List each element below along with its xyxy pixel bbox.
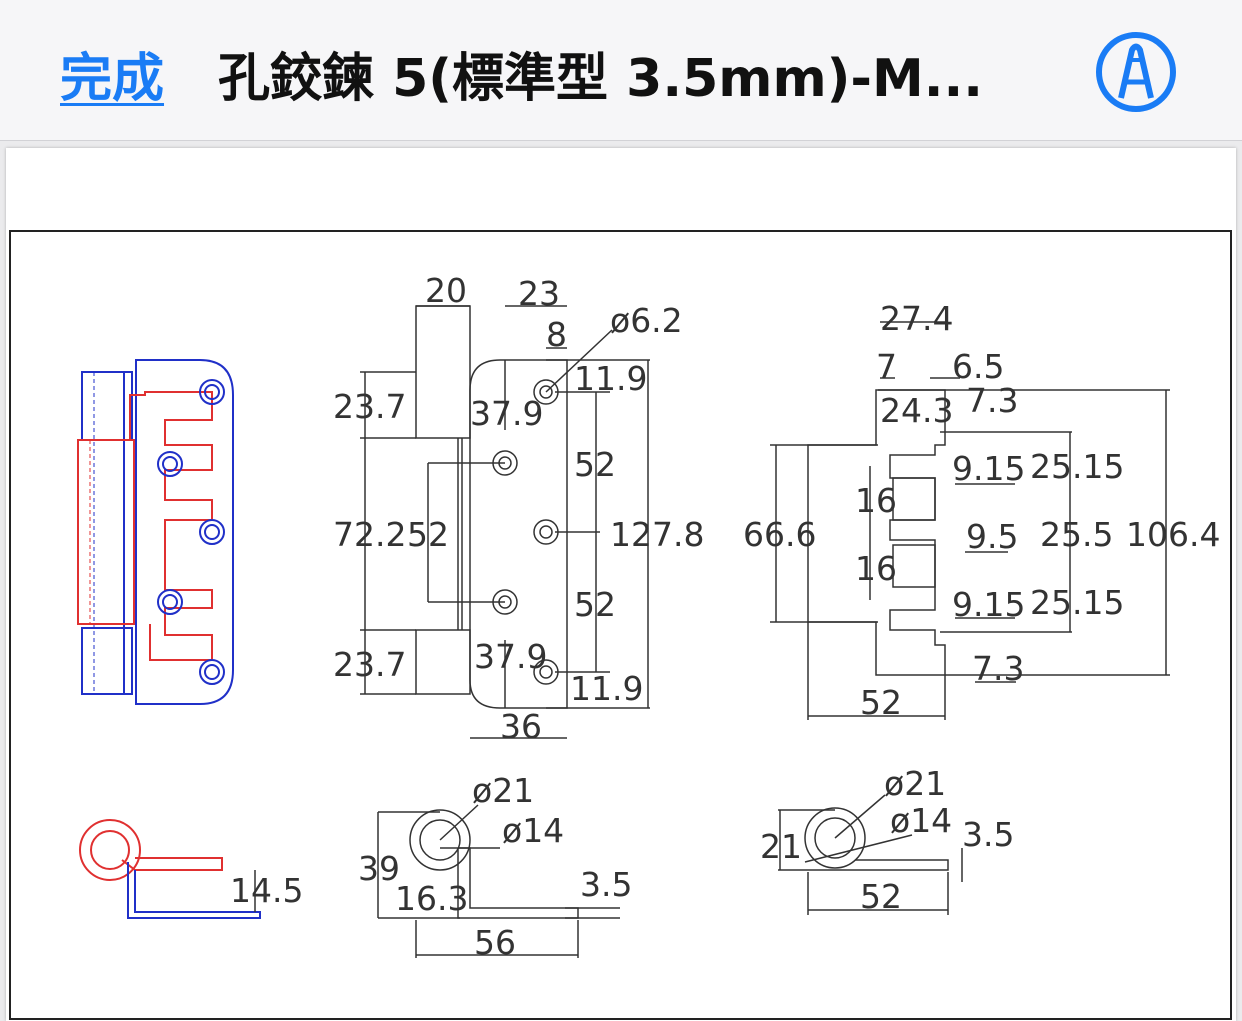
dim-label: 3.5 <box>580 865 632 904</box>
dim-label: 8 <box>546 315 567 354</box>
dim-label: 9.5 <box>966 517 1018 556</box>
dim-label: 52 <box>407 515 449 554</box>
dim-label: 66.6 <box>743 515 816 554</box>
dim-label: 72.2 <box>333 515 406 554</box>
markup-pen-icon[interactable] <box>1094 30 1178 114</box>
hinge-outline-colored <box>77 359 234 705</box>
dim-label: 20 <box>425 271 467 310</box>
dim-label: 27.4 <box>880 299 953 338</box>
dim-label: ø14 <box>502 811 564 850</box>
dim-label: 56 <box>474 923 516 962</box>
dim-label: 127.8 <box>610 515 704 554</box>
dim-label: 37.9 <box>470 394 543 433</box>
dim-label: 16.3 <box>395 879 468 918</box>
dim-label: 52 <box>574 445 616 484</box>
dim-label: 23.7 <box>333 387 406 426</box>
dim-label: 37.9 <box>474 637 547 676</box>
dim-label: 7 <box>876 347 897 386</box>
dim-label: 11.9 <box>570 669 643 708</box>
dim-label: 25.15 <box>1030 447 1124 486</box>
dim-label: 7.3 <box>972 649 1024 688</box>
dim-label: 52 <box>574 585 616 624</box>
dim-label: ø21 <box>884 764 946 803</box>
dim-label: 25.5 <box>1040 515 1113 554</box>
dim-label: 52 <box>860 877 902 916</box>
dim-label: 14.5 <box>230 871 303 910</box>
dim-label: 16 <box>855 549 897 588</box>
section-middle-dimensions: ø21 ø14 39 16.3 3.5 56 <box>358 771 632 962</box>
dim-label: 36 <box>500 707 542 746</box>
dim-label: ø21 <box>472 771 534 810</box>
dim-label: 106.4 <box>1126 515 1220 554</box>
dim-label: 52 <box>860 683 902 722</box>
done-button[interactable]: 完成 <box>60 49 165 109</box>
dim-label: 7.3 <box>966 381 1018 420</box>
hinge-front-view <box>360 305 650 739</box>
dim-label: 24.3 <box>880 391 953 430</box>
hinge-blank-view <box>770 321 1170 720</box>
hinge-section-right <box>778 794 963 915</box>
dim-label: 16 <box>855 481 897 520</box>
section-right-dimensions: ø21 ø14 21 3.5 52 <box>760 764 1014 916</box>
front-view-dimensions: 20 23 8 ø6.2 11.9 23.7 37.9 52 72.2 52 1… <box>333 271 704 746</box>
dim-label: 23 <box>518 274 560 313</box>
dim-label: 39 <box>358 849 400 888</box>
navigation-bar: 完成 孔鉸鍊 5(標準型 3.5mm)-M... <box>0 0 1242 141</box>
dim-label: 25.15 <box>1030 583 1124 622</box>
dim-label: 9.15 <box>952 449 1025 488</box>
drawing-frame <box>9 230 1232 1020</box>
dim-label: 3.5 <box>962 815 1014 854</box>
hinge-section-colored <box>79 819 261 919</box>
hinge-technical-drawing: 20 23 8 ø6.2 11.9 23.7 37.9 52 72.2 52 1… <box>9 230 1232 1020</box>
dim-label: 23.7 <box>333 645 406 684</box>
dim-label: 21 <box>760 827 802 866</box>
hinge-section-middle <box>377 804 620 958</box>
document-title: 孔鉸鍊 5(標準型 3.5mm)-M... <box>218 49 983 109</box>
dim-label: 6.5 <box>952 347 1004 386</box>
document-viewer[interactable]: 20 23 8 ø6.2 11.9 23.7 37.9 52 72.2 52 1… <box>6 148 1236 1021</box>
dim-label: ø14 <box>890 801 952 840</box>
dim-label: ø6.2 <box>610 301 683 340</box>
blank-view-dimensions: 27.4 7 6.5 24.3 7.3 9.15 25.15 16 66.6 9… <box>743 299 1220 722</box>
dim-label: 11.9 <box>574 359 647 398</box>
dim-label: 9.15 <box>952 585 1025 624</box>
